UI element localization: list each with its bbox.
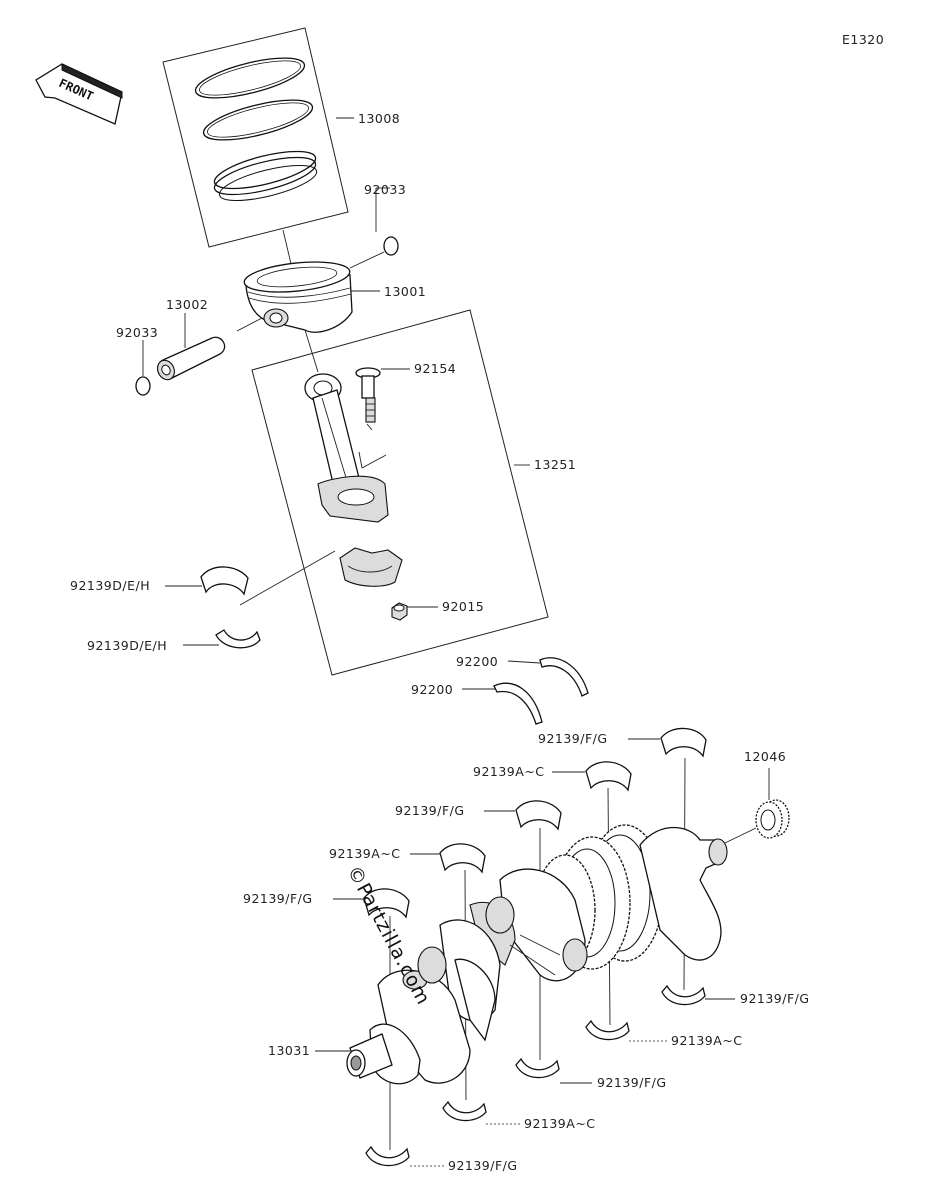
- rod-bearing-lower: [215, 629, 261, 649]
- label-13002: 13002: [166, 297, 209, 312]
- label-13031: 13031: [268, 1043, 311, 1058]
- label-13008: 13008: [358, 111, 401, 126]
- crankshaft: [346, 824, 728, 1085]
- label-92139ac-1: 92139A~C: [473, 764, 545, 779]
- label-13251: 13251: [534, 457, 577, 472]
- thrust-washer-2: [493, 682, 543, 725]
- piston-pin: [157, 336, 226, 381]
- main-bearing-upper-2: [585, 761, 632, 792]
- label-92139fg-6: 92139/F/G: [448, 1158, 518, 1173]
- piston: [243, 261, 353, 333]
- label-92200-lower: 92200: [411, 682, 454, 697]
- circlip-left: [135, 376, 151, 396]
- conrod-group-box: [251, 309, 549, 676]
- label-92139ac-3: 92139A~C: [671, 1033, 743, 1048]
- diagram-id: E1320: [842, 32, 885, 47]
- main-bearing-lower-5: [365, 1145, 410, 1167]
- label-92139fg-1: 92139/F/G: [538, 731, 608, 746]
- label-13001: 13001: [384, 284, 427, 299]
- piston-ring-1: [194, 57, 306, 99]
- main-bearing-upper-1: [660, 727, 707, 758]
- label-92139fg-3: 92139/F/G: [243, 891, 313, 906]
- main-bearing-lower-2: [585, 1019, 630, 1041]
- rod-nut: [391, 602, 408, 621]
- label-92139deh-lower: 92139D/E/H: [87, 638, 168, 653]
- thrust-washer-1: [539, 657, 589, 697]
- label-92033-left: 92033: [116, 325, 159, 340]
- label-92015: 92015: [442, 599, 485, 614]
- main-bearing-lower-1: [661, 984, 706, 1006]
- label-92139deh-upper: 92139D/E/H: [70, 578, 151, 593]
- label-92154: 92154: [414, 361, 457, 376]
- piston-ring-group-box: [162, 27, 349, 248]
- label-92200-upper: 92200: [456, 654, 499, 669]
- conrod-bolt: [355, 367, 381, 423]
- label-92139fg-5: 92139/F/G: [597, 1075, 667, 1090]
- connecting-rod: [304, 373, 389, 523]
- piston-ring-2: [202, 99, 314, 141]
- main-bearing-upper-3: [515, 800, 562, 831]
- rod-bearing-upper: [200, 566, 249, 596]
- main-bearing-lower-4: [442, 1100, 487, 1122]
- oil-ring: [213, 150, 318, 201]
- main-bearing-upper-5: [363, 888, 410, 919]
- front-arrow-icon: FRONT: [35, 63, 123, 125]
- label-92139ac-2: 92139A~C: [329, 846, 401, 861]
- label-92139ac-4: 92139A~C: [524, 1116, 596, 1131]
- label-92139fg-4: 92139/F/G: [740, 991, 810, 1006]
- needle-bearing: [755, 799, 790, 839]
- label-92033-right: 92033: [364, 182, 407, 197]
- label-12046: 12046: [744, 749, 787, 764]
- main-bearing-upper-4: [439, 843, 486, 874]
- rod-cap: [339, 547, 403, 587]
- main-bearing-lower-3: [515, 1057, 560, 1079]
- label-92139fg-2: 92139/F/G: [395, 803, 465, 818]
- circlip-right: [383, 236, 399, 256]
